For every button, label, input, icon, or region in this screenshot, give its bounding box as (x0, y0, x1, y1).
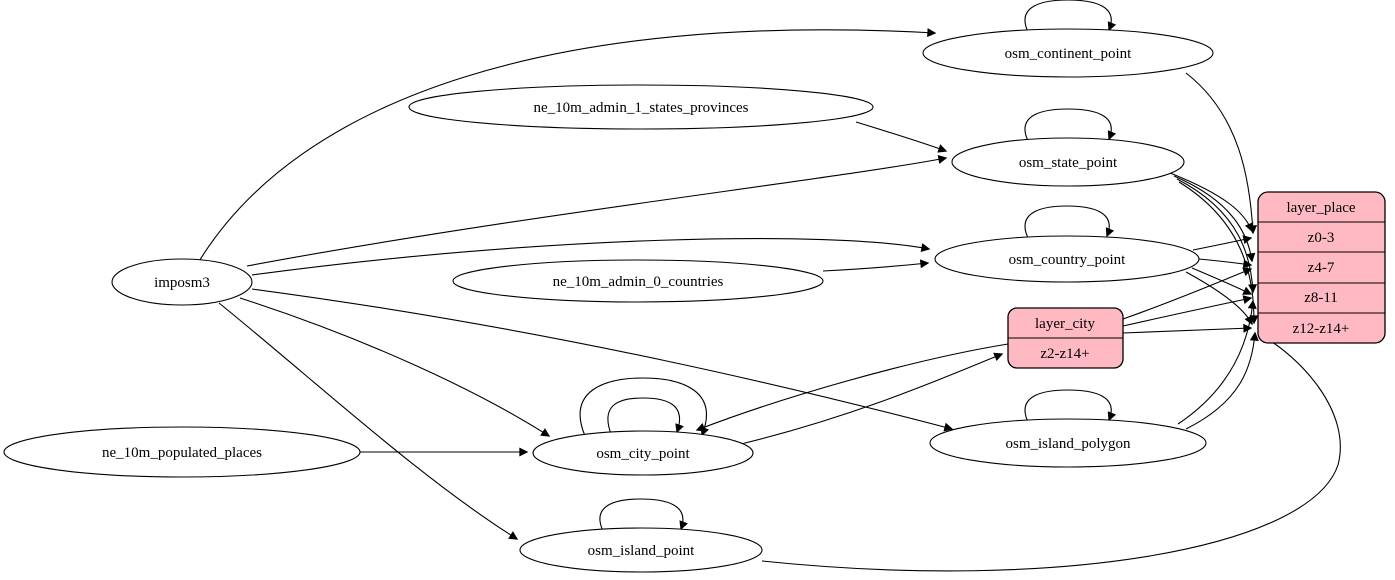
osm-city-point-ellipse (532, 430, 754, 476)
layer-place-record (1257, 191, 1386, 344)
edge-ne-10m-admin-1-to-osm-state-point (855, 121, 948, 153)
osm-country-point-ellipse (934, 235, 1200, 283)
edge-osm-country-point-to-layer-place-z8-11 (1191, 267, 1253, 295)
edge-imposm3-to-osm-island-polygon (251, 288, 954, 432)
edge-osm-country-point-to-layer-place-z0-3 (1192, 235, 1253, 251)
osm-state-point-label: osm_state_point (1019, 155, 1118, 171)
edge-osm-state-point-to-layer-place-z4-7 (1173, 175, 1256, 263)
edges-group (197, 0, 1341, 572)
edge-layer-city-to-osm-city-point (695, 343, 1009, 432)
layer-place-row-z12-z14: z12-z14+ (1293, 321, 1350, 337)
node-osm-city-point: osm_city_point (532, 430, 754, 476)
edge-osm-city-point-to-layer-city (740, 352, 1004, 445)
node-osm-island-point: osm_island_point (519, 527, 763, 573)
self-loop-osm-country-point (1024, 205, 1115, 239)
osm-island-polygon-label: osm_island_polygon (1005, 436, 1131, 452)
node-osm-state-point: osm_state_point (951, 137, 1185, 187)
layer-city-title: layer_city (1035, 316, 1095, 332)
edge-ne-10m-admin-0-to-osm-country-point (822, 259, 930, 272)
osm-island-point-label: osm_island_point (588, 543, 696, 559)
edge-imposm3-to-osm-island-point (218, 302, 519, 540)
ne-10m-populated-places-label: ne_10m_populated_places (102, 445, 262, 461)
self-loop-osm-island-point (599, 498, 688, 532)
edge-osm-state-point-to-layer-place-z0-3 (1169, 172, 1254, 233)
ne-10m-admin-0-label: ne_10m_admin_0_countries (553, 274, 724, 290)
ne-10m-admin-1-ellipse (408, 84, 874, 130)
edge-imposm3-to-osm-state-point (246, 155, 948, 267)
node-ne-10m-populated-places: ne_10m_populated_places (3, 426, 361, 478)
edge-osm-state-point-to-layer-place-z8-11 (1176, 178, 1258, 294)
self-loop-osm-continent-point (1024, 0, 1117, 33)
edge-osm-island-polygon-to-layer-place-z12-z14 (1185, 331, 1259, 430)
ne-10m-populated-places-ellipse (3, 426, 361, 478)
edge-osm-continent-point-to-layer-place-z0-3 (1185, 72, 1258, 235)
layer-place-row-z8-11: z8-11 (1304, 290, 1338, 306)
osm-island-point-ellipse (519, 527, 763, 573)
node-layer-city: layer_city z2-z14+ (1007, 307, 1124, 369)
layer-place-title: layer_place (1286, 200, 1355, 216)
osm-city-point-label: osm_city_point (596, 446, 690, 462)
edge-layer-city-to-layer-place-z12-z14 (1122, 323, 1253, 334)
node-osm-island-polygon: osm_island_polygon (929, 418, 1207, 468)
self-loop-osm-island-polygon (1024, 389, 1117, 423)
node-layer-place: layer_place z0-3 z4-7 z8-11 z12-z14+ (1257, 191, 1386, 344)
node-imposm3: imposm3 (111, 258, 253, 306)
edge-osm-island-polygon-to-layer-place-z8-11 (1177, 299, 1257, 425)
node-osm-continent-point: osm_continent_point (922, 28, 1214, 78)
edge-osm-country-point-to-layer-place-z4-7 (1198, 258, 1253, 269)
layer-place-row-z4-7: z4-7 (1308, 260, 1335, 276)
layer-place-row-z0-3: z0-3 (1308, 230, 1335, 246)
layer-city-row-z2-z14: z2-z14+ (1040, 346, 1089, 362)
node-osm-country-point: osm_country_point (934, 235, 1200, 283)
node-ne-10m-admin-0-countries: ne_10m_admin_0_countries (452, 259, 824, 303)
edge-layer-city-to-layer-place-z4-7 (1122, 267, 1253, 320)
node-ne-10m-admin-1-states-provinces: ne_10m_admin_1_states_provinces (408, 84, 874, 130)
self-loop-osm-city-point-inner (607, 397, 684, 435)
edge-imposm3-to-osm-city-point (239, 297, 551, 437)
self-loop-osm-city-point-outer (579, 377, 710, 437)
ne-10m-admin-1-label: ne_10m_admin_1_states_provinces (534, 100, 749, 116)
ne-10m-admin-0-ellipse (452, 259, 824, 303)
imposm3-ellipse (111, 258, 253, 306)
edge-imposm3-to-osm-country-point (251, 238, 931, 276)
osm-continent-point-ellipse (922, 28, 1214, 78)
edge-layer-city-to-layer-place-z8-11 (1122, 295, 1253, 327)
osm-continent-point-label: osm_continent_point (1005, 46, 1132, 62)
osm-state-point-ellipse (951, 137, 1185, 187)
edge-osm-island-point-to-layer-place-z12-z14 (761, 333, 1341, 572)
self-loop-osm-state-point (1024, 108, 1117, 142)
edge-imposm3-to-osm-continent-point (197, 28, 937, 264)
imposm3-label: imposm3 (154, 275, 210, 291)
osm-country-point-label: osm_country_point (1009, 252, 1126, 268)
osm-island-polygon-ellipse (929, 418, 1207, 468)
